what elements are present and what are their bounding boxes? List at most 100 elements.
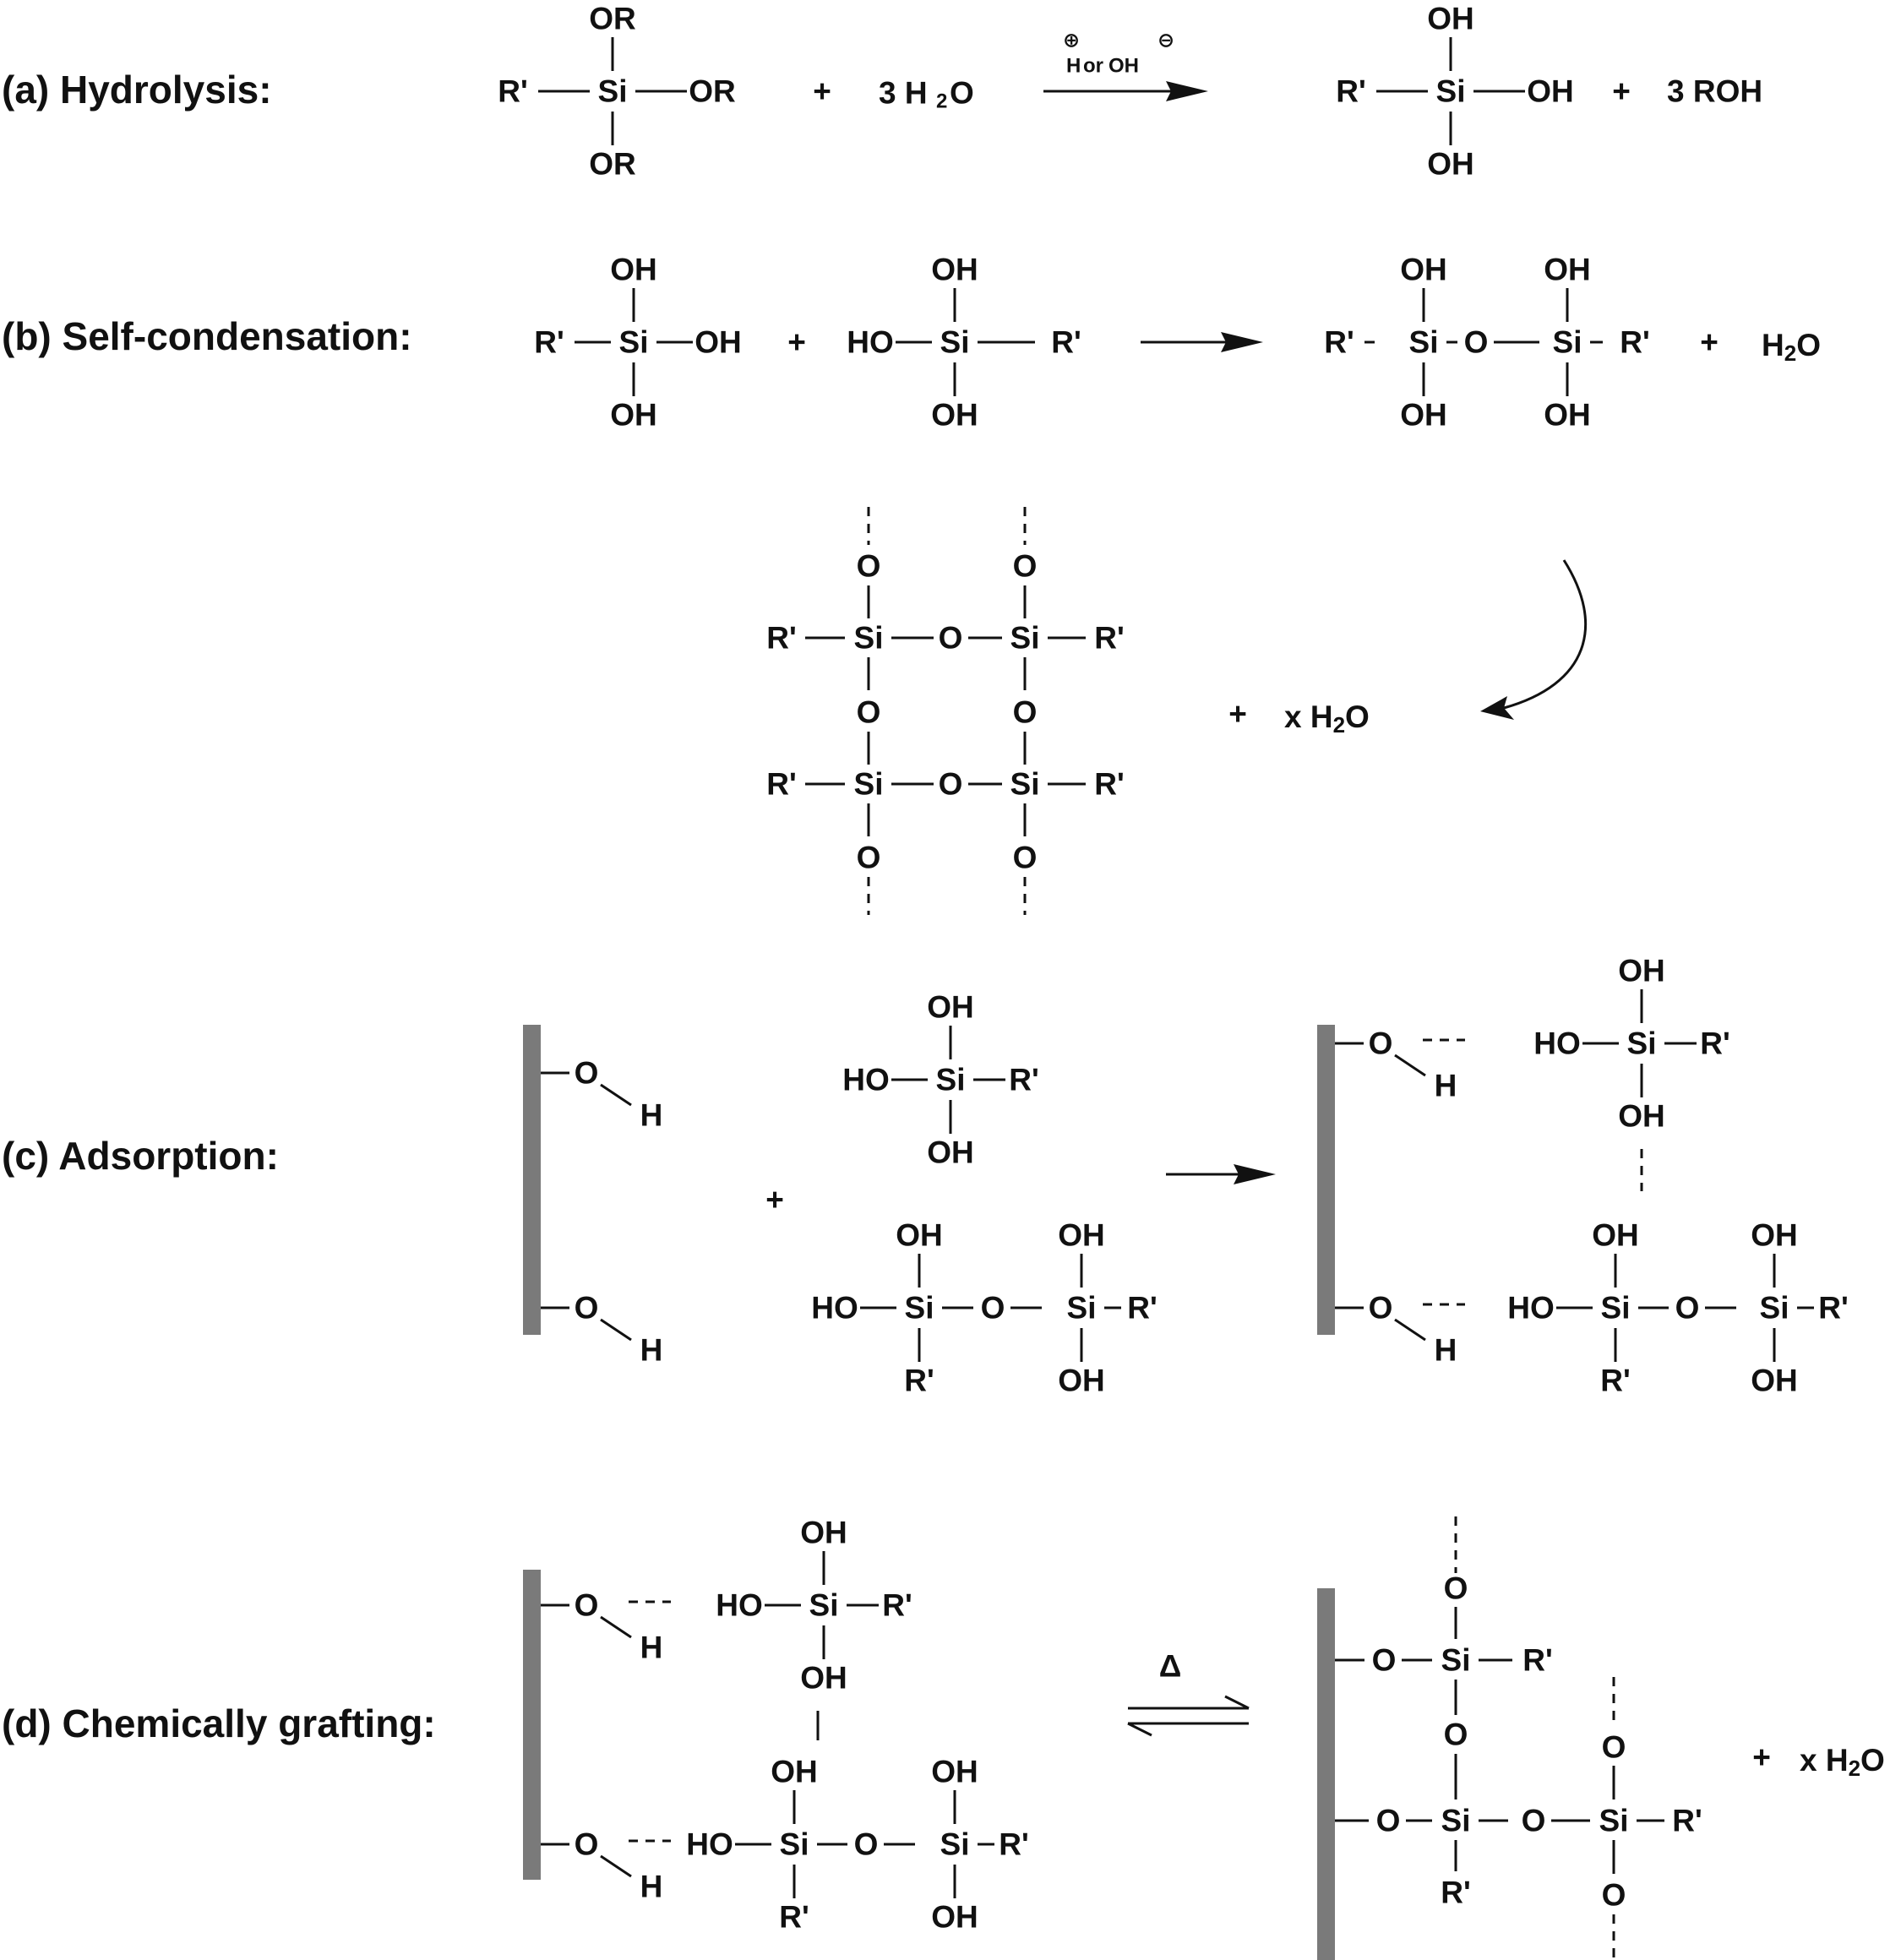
surface-o: O: [575, 1827, 599, 1862]
plus-sign: +: [1752, 1740, 1771, 1775]
r-group: R': [1522, 1643, 1553, 1678]
o-atom: O: [1602, 1730, 1626, 1765]
plus-sign: +: [1612, 74, 1631, 109]
r-group: R': [766, 767, 797, 802]
si-atom: Si: [940, 325, 970, 360]
oh-group: OH: [931, 398, 978, 433]
o-atom: O: [1013, 549, 1038, 584]
delta-symbol: Δ: [1159, 1649, 1182, 1684]
si-atom: Si: [1760, 1291, 1789, 1326]
oh-group: OH: [927, 1135, 974, 1170]
ho-group: HO: [847, 325, 894, 360]
substrate-surface: [1317, 1025, 1335, 1335]
catalyst-oh: OH: [1108, 55, 1139, 78]
ho-group: HO: [811, 1291, 858, 1326]
plus-sign: +: [787, 325, 806, 360]
si-atom: Si: [854, 621, 884, 656]
plus-charge: ⊕: [1063, 30, 1080, 52]
si-atom: Si: [1599, 1804, 1629, 1838]
r-group: R': [1672, 1804, 1702, 1838]
surface-o: O: [1376, 1804, 1401, 1838]
r-group: R': [1324, 325, 1354, 360]
ho-group: HO: [716, 1588, 763, 1623]
oh-group: OH: [1427, 2, 1474, 36]
bond: [1394, 1054, 1426, 1077]
or-group: OR: [689, 74, 736, 109]
surface-o: O: [1372, 1643, 1397, 1678]
oh-group: OH: [1618, 954, 1665, 988]
si-atom: Si: [1441, 1804, 1471, 1838]
ho-group: HO: [686, 1827, 733, 1862]
ho-group: HO: [1507, 1291, 1555, 1326]
r-group: R': [498, 74, 528, 109]
o-bridge: O: [854, 1827, 879, 1862]
r-group: R': [1094, 767, 1125, 802]
or-group: OR: [589, 2, 636, 36]
oh-group: OH: [694, 325, 742, 360]
oh-group: OH: [800, 1516, 847, 1550]
r-group: R': [1094, 621, 1125, 656]
r-group: R': [779, 1900, 809, 1935]
si-atom: Si: [1010, 767, 1040, 802]
oh-group: OH: [1544, 398, 1591, 433]
surface-h: H: [640, 1631, 663, 1665]
oh-group: OH: [1592, 1218, 1639, 1253]
si-atom: Si: [1436, 74, 1466, 109]
bond: [1394, 1318, 1426, 1342]
o-bridge: O: [1522, 1804, 1546, 1838]
bond: [600, 1083, 632, 1107]
catalyst-or: or: [1083, 55, 1103, 78]
surface-o: O: [575, 1588, 599, 1623]
oh-group: OH: [1618, 1099, 1665, 1134]
curved-arrow: [1503, 559, 1588, 710]
hydrolysis-arrow-head: [1166, 81, 1208, 101]
si-atom: Si: [940, 1827, 970, 1862]
r-group: R': [766, 621, 797, 656]
si-atom: Si: [1441, 1643, 1471, 1678]
si-atom: Si: [905, 1291, 934, 1326]
surface-h: H: [640, 1098, 663, 1133]
oh-group: OH: [931, 1900, 978, 1935]
o-bridge: O: [1675, 1291, 1700, 1326]
si-atom: Si: [1601, 1291, 1631, 1326]
label-chemically-grafting: (d) Chemically grafting:: [2, 1701, 436, 1745]
equilibrium-reverse-barb: [1127, 1722, 1152, 1737]
o-atom: O: [1013, 695, 1038, 730]
oh-group: OH: [1751, 1364, 1798, 1398]
r-group: R': [1051, 325, 1081, 360]
r-group: R': [904, 1364, 934, 1398]
si-atom: Si: [1409, 325, 1439, 360]
si-atom: Si: [809, 1588, 839, 1623]
o-atom: O: [857, 841, 881, 875]
equilibrium-forward-barb: [1224, 1695, 1250, 1710]
oh-group: OH: [931, 1755, 978, 1789]
plus-sign: +: [813, 74, 831, 109]
curved-arrow-head: [1480, 696, 1514, 720]
surface-h: H: [640, 1333, 663, 1368]
oh-group: OH: [896, 1218, 943, 1253]
surface-h: H: [1435, 1333, 1457, 1368]
si-atom: Si: [619, 325, 649, 360]
bond: [600, 1318, 632, 1342]
r-group: R': [1700, 1026, 1730, 1061]
si-atom: Si: [598, 74, 628, 109]
r-group: R': [1600, 1364, 1631, 1398]
si-atom: Si: [854, 767, 884, 802]
oh-group: OH: [1544, 253, 1591, 287]
surface-h: H: [1435, 1069, 1457, 1103]
plus-sign: +: [765, 1183, 784, 1217]
three-water-o: O: [950, 76, 974, 111]
oh-group: OH: [1058, 1218, 1105, 1253]
oh-group: OH: [610, 253, 657, 287]
si-atom: Si: [1010, 621, 1040, 656]
three-roh: 3 ROH: [1667, 74, 1762, 109]
r-group: R': [1336, 74, 1366, 109]
substrate-surface: [523, 1570, 541, 1880]
si-atom: Si: [1067, 1291, 1097, 1326]
oh-group: OH: [1400, 398, 1447, 433]
label-adsorption: (c) Adsorption:: [2, 1134, 279, 1178]
o-atom: O: [1444, 1718, 1468, 1752]
o-atom: O: [1013, 841, 1038, 875]
surface-h: H: [640, 1870, 663, 1904]
surface-o: O: [1369, 1026, 1393, 1061]
